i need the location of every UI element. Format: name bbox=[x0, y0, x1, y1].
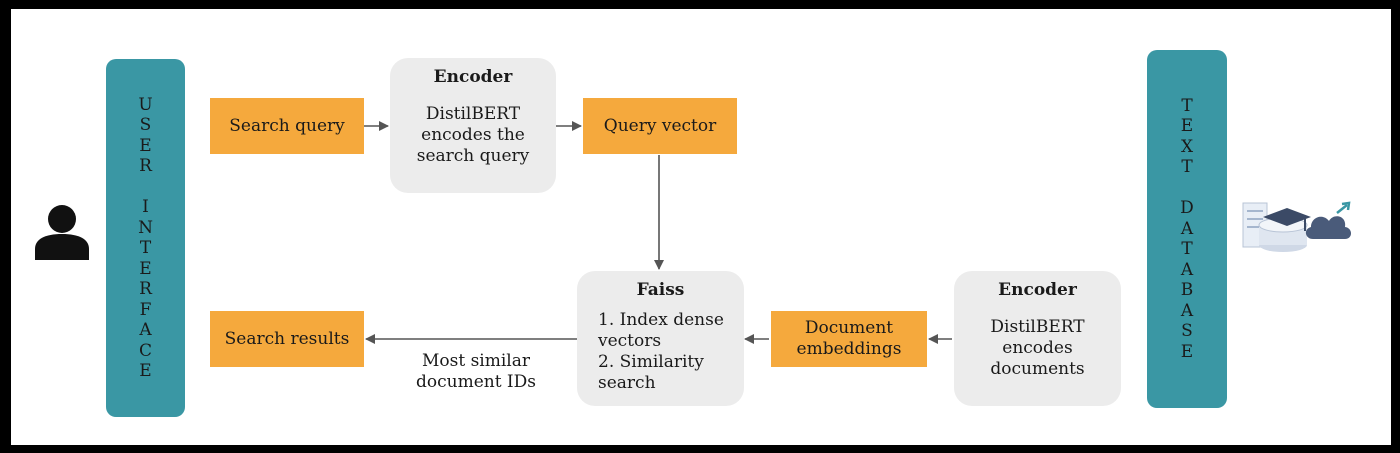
document-embeddings-box: Document embeddings bbox=[771, 311, 927, 367]
connector-layer bbox=[364, 121, 952, 344]
faiss-box: Faiss 1. Index dense vectors 2. Similari… bbox=[577, 271, 744, 406]
text-database-letter: A bbox=[1180, 300, 1194, 321]
user-interface-letter: F bbox=[139, 299, 152, 320]
encoder-query-line: search query bbox=[416, 146, 530, 166]
user-interface-letter: R bbox=[139, 156, 152, 176]
database-cloud-icon bbox=[1242, 201, 1351, 252]
user-interface-letter: R bbox=[139, 279, 152, 299]
text-database-letter: B bbox=[1180, 280, 1194, 301]
encoder-query-line: encodes the bbox=[421, 125, 525, 145]
faiss-description: 1. Index dense vectors 2. Similarity sea… bbox=[577, 310, 744, 394]
user-interface-letter: E bbox=[139, 135, 152, 156]
user-interface-letter: T bbox=[139, 238, 152, 258]
faiss-title: Faiss bbox=[636, 280, 685, 300]
user-interface-letter: N bbox=[138, 217, 153, 238]
query-vector-box: Query vector bbox=[583, 98, 737, 154]
document-embeddings-line: Document bbox=[804, 318, 894, 338]
user-interface-letter: A bbox=[139, 320, 152, 340]
query-vector-label: Query vector bbox=[603, 115, 717, 136]
faiss-line: 2. Similarity bbox=[598, 352, 704, 372]
user-interface-letter: U bbox=[138, 94, 153, 115]
faiss-line: search bbox=[598, 373, 656, 393]
search-results-box: Search results bbox=[210, 311, 364, 367]
encoder-query-description: DistilBERT encodes the search query bbox=[390, 104, 556, 167]
edge-label-line: Most similar bbox=[421, 351, 531, 371]
faiss-line: 1. Index dense bbox=[598, 310, 724, 330]
user-interface-letter: E bbox=[139, 258, 152, 279]
search-query-label: Search query bbox=[229, 115, 345, 136]
user-interface-letter: C bbox=[138, 340, 152, 361]
encoder-query-box: Encoder DistilBERT encodes the search qu… bbox=[390, 58, 556, 193]
document-embeddings-line: embeddings bbox=[796, 339, 902, 359]
encoder-query-line: DistilBERT bbox=[425, 104, 521, 124]
text-database-letter: T bbox=[1181, 157, 1193, 178]
text-database-letter: X bbox=[1180, 136, 1194, 157]
edge-label-line: document IDs bbox=[415, 372, 537, 392]
text-database-letter: E bbox=[1180, 341, 1194, 362]
text-database-letter: A bbox=[1180, 218, 1194, 239]
user-interface-letter: I bbox=[142, 197, 149, 217]
text-database-letter: E bbox=[1180, 116, 1194, 137]
search-query-box: Search query bbox=[210, 98, 364, 154]
user-silhouette-icon bbox=[35, 205, 89, 260]
encoder-documents-box: Encoder DistilBERT encodes documents bbox=[954, 271, 1121, 406]
encoder-documents-line: DistilBERT bbox=[990, 317, 1085, 337]
text-database-word-gap bbox=[1180, 178, 1194, 199]
text-database-letter: D bbox=[1180, 198, 1194, 219]
text-database-letter: T bbox=[1181, 239, 1193, 260]
encoder-documents-line: encodes bbox=[1002, 338, 1073, 358]
user-interface-word-gap bbox=[138, 177, 153, 198]
encoder-documents-title: Encoder bbox=[998, 280, 1077, 300]
encoder-documents-description: DistilBERT encodes documents bbox=[954, 317, 1121, 380]
text-database-letter: A bbox=[1180, 259, 1194, 280]
text-database-letter: S bbox=[1181, 321, 1193, 342]
search-results-label: Search results bbox=[224, 328, 350, 349]
most-similar-ids-label: Most similar document IDs bbox=[401, 351, 551, 393]
user-interface-letter: S bbox=[139, 115, 152, 135]
encoder-documents-line: documents bbox=[990, 359, 1085, 379]
text-database-letter: T bbox=[1181, 95, 1193, 116]
faiss-line: vectors bbox=[598, 331, 662, 351]
encoder-query-title: Encoder bbox=[433, 67, 513, 87]
user-interface-letter: E bbox=[139, 361, 152, 381]
